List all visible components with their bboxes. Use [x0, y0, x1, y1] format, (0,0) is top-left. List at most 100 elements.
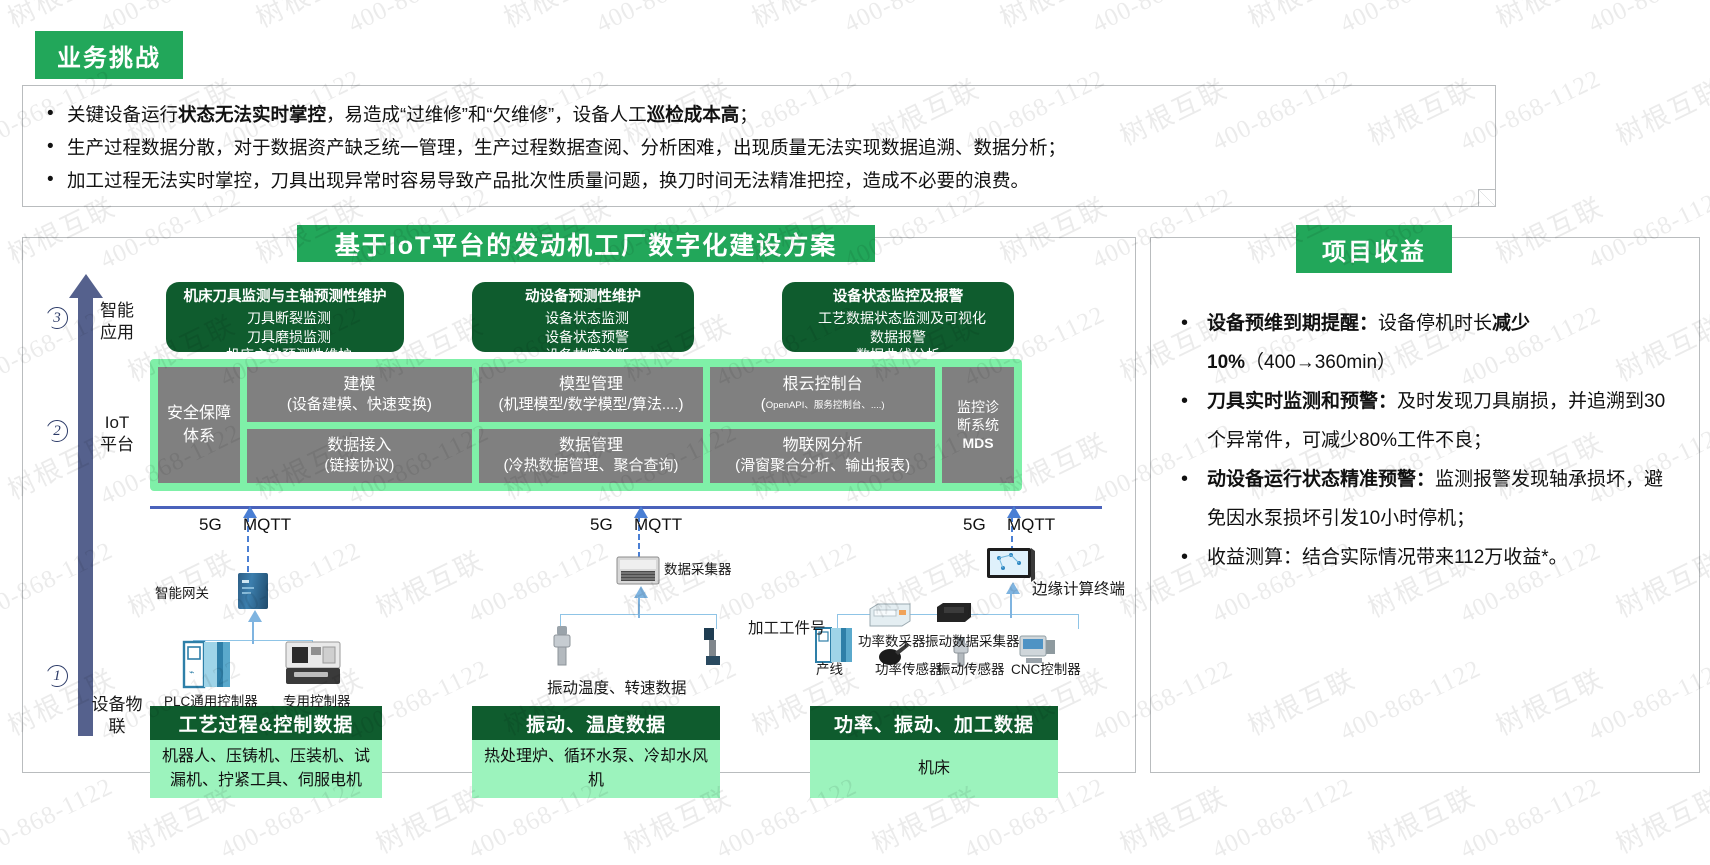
app-box-dynamic-equipment: 动设备预测性维护 设备状态监测 设备状态预警 设备故障诊断	[458, 282, 694, 364]
watermark-phone: 400-868-1122	[840, 0, 990, 39]
temperature-sensor-icon	[551, 624, 573, 675]
temp-sensor-svg	[553, 626, 571, 666]
vib-sensor-small-svg	[953, 637, 969, 666]
platform-cell-sub: (链接协议)	[324, 457, 395, 475]
benefit-text: （400→360min）	[1245, 352, 1397, 373]
gateway-uplink-arrow	[248, 610, 262, 644]
bullet-text: ，易造成“过维修”和“欠维修”，设备人工	[326, 104, 647, 125]
platform-cell-sub: (设备建模、快速变换)	[286, 395, 432, 413]
plc-controller-svg: ⌁	[182, 640, 230, 689]
bullet-text: ；	[739, 104, 758, 125]
layer-label-device-line1: 设备物	[91, 695, 143, 714]
layer-label-device: 设备物 联	[75, 694, 159, 738]
app-box-item: 刀具磨损监测	[152, 328, 396, 347]
vib-dau-svg	[937, 603, 971, 622]
power-sensor-svg	[879, 643, 909, 665]
watermark-brand: 树根互联	[0, 0, 121, 35]
watermark-phone: 400-868-1122	[1336, 0, 1486, 39]
platform-cell-mds-line2: 断系统	[957, 417, 999, 433]
app-box-title: 设备状态监控及报警	[832, 289, 964, 305]
device-label-vib-sensor: 振动传感器	[937, 662, 1005, 677]
platform-cell-data-ingest: 数据接入 (链接协议)	[247, 428, 472, 483]
layer-number-3: 3	[46, 307, 68, 329]
link-mqtt-label: MQTT	[634, 515, 683, 534]
watermark-brand: 树根互联	[1611, 73, 1710, 152]
app-box-item: 工艺数据状态监测及可视化	[768, 309, 1006, 328]
solution-title-label: 基于IoT平台的发动机工厂数字化建设方案	[334, 231, 838, 260]
challenge-bullet: 加工过程无法实时掌控，刀具出现异常时容易导致产品批次性质量问题，换刀时间无法精准…	[41, 163, 1477, 197]
watermark-brand: 树根互联	[1611, 781, 1710, 860]
iot-platform-container: 安全保障体系 建模 (设备建模、快速变换) 模型管理 (机理模型/数学模型/算法…	[150, 359, 1022, 491]
bullet-emphasis: 状态无法实时掌控	[178, 104, 327, 125]
watermark-brand: 树根互联	[1115, 781, 1233, 860]
vibration-sensor-icon	[700, 624, 724, 675]
benefit-bullet: 收益测算：结合实际情况带来112万收益*。	[1173, 538, 1669, 577]
device-label-gateway: 智能网关	[155, 586, 209, 601]
smart-gateway-icon	[238, 573, 268, 609]
device-label-special-controller: 专用控制器	[283, 694, 351, 709]
vib-sensor-svg	[704, 628, 720, 665]
data-band-vibration-temp: 振动、温度数据 热处理炉、循环水泵、冷却水风机	[472, 706, 720, 798]
platform-cell-sub-small: OpenAPI、服务控制台、....)	[765, 399, 885, 411]
benefit-title: 刀具实时监测和预警：	[1207, 391, 1398, 412]
device-label-prod-line: 产线	[816, 662, 843, 677]
uplink-arrow-3	[1007, 506, 1021, 552]
benefit-title: 设备预维到期提醒：	[1207, 313, 1379, 334]
link-mqtt-label: MQTT	[243, 515, 292, 534]
platform-cell-iot-analytics: 物联网分析 (滑窗聚合分析、输出报表)	[710, 428, 936, 483]
data-band-power-vibration: 功率、振动、加工数据 机床	[810, 706, 1058, 798]
power-sensor-icon	[877, 638, 911, 673]
platform-cell-modeling: 建模 (设备建模、快速变换)	[247, 367, 472, 422]
vibration-sensor-small-icon	[952, 636, 970, 673]
layer-label-iot-line1: IoT	[104, 413, 130, 432]
platform-cell-sub: (冷热数据管理、聚合查询)	[503, 457, 679, 475]
link-5g-label: 5G	[199, 515, 222, 534]
platform-cell-sub: (	[760, 395, 766, 413]
data-band-body: 机床	[810, 740, 1058, 798]
layer-label-app-line2: 应用	[100, 323, 134, 342]
watermark-phone: 400-868-1122	[1704, 301, 1710, 393]
watermark-phone: 400-868-1122	[1704, 65, 1710, 157]
platform-cell-mds: 监控诊 断系统 MDS	[942, 367, 1014, 483]
layer-label-app-line1: 智能	[100, 301, 134, 320]
benefit-bullet: 设备预维到期提醒：设备停机时长减少10%（400→360min）	[1173, 304, 1669, 382]
vibration-dau-icon	[934, 601, 976, 632]
benefits-bullet-list: 设备预维到期提醒：设备停机时长减少10%（400→360min）刀具实时监测和预…	[1151, 238, 1699, 577]
collector-uplink-arrow	[634, 586, 648, 618]
solution-title-banner: 基于IoT平台的发动机工厂数字化建设方案	[297, 225, 875, 262]
device-label-edge-terminal: 边缘计算终端	[1032, 581, 1126, 598]
layer-label-device-line2: 联	[108, 717, 126, 736]
bullet-text: 关键设备运行	[67, 104, 179, 125]
edge-terminal-icon	[985, 546, 1037, 591]
prod-line-plc-svg	[815, 627, 852, 663]
cnc-controller-icon	[1018, 634, 1058, 671]
device-label-vibration-temp: 振动温度、转速数据	[547, 680, 687, 697]
layer-label-app: 智能 应用	[80, 300, 154, 344]
app-box-status-alarm: 设备状态监控及报警 工艺数据状态监测及可视化 数据报警 数据曲线分析	[768, 282, 1014, 364]
watermark-brand: 树根互联	[1240, 0, 1361, 35]
cnc-controller-svg	[1019, 635, 1055, 663]
app-box-title: 动设备预测性维护	[525, 289, 641, 305]
data-band-body: 热处理炉、循环水泵、冷却水风机	[472, 740, 720, 798]
layer-number-1: 1	[46, 665, 68, 687]
platform-cell-console: 根云控制台 ( OpenAPI、服务控制台、....)	[710, 367, 936, 422]
link-5g-label: 5G	[590, 515, 613, 534]
device-label-workpiece: 加工工件号	[748, 620, 826, 637]
data-band-head: 工艺过程&控制数据	[150, 706, 382, 740]
benefit-bullet: 刀具实时监测和预警：及时发现刀具崩损，并追溯到30个异常件，可减少80%工件不良…	[1173, 382, 1669, 460]
app-box-title: 机床刀具监测与主轴预测性维护	[183, 289, 387, 305]
link-mqtt-label: MQTT	[1007, 515, 1056, 534]
link-5g-label: 5G	[963, 515, 986, 534]
layer-progress-arrow	[68, 274, 103, 736]
challenge-panel: 关键设备运行状态无法实时掌控，易造成“过维修”和“欠维修”，设备人工巡检成本高；…	[22, 85, 1496, 207]
platform-cell-mds-line1: 监控诊	[957, 399, 999, 415]
special-controller-icon	[282, 638, 344, 695]
app-box-item: 数据报警	[768, 328, 1006, 347]
watermark-phone: 400-868-1122	[1584, 0, 1710, 39]
layer-number-2: 2	[46, 420, 68, 442]
platform-cell-title: 数据接入	[327, 437, 392, 455]
bullet-emphasis: 巡检成本高	[646, 104, 740, 125]
data-band-head: 振动、温度数据	[472, 706, 720, 740]
app-box-tool-monitoring: 机床刀具监测与主轴预测性维护 刀具断裂监测 刀具磨损监测 机床主轴预测性维护	[152, 282, 404, 364]
platform-cell-title: 数据管理	[559, 437, 624, 455]
